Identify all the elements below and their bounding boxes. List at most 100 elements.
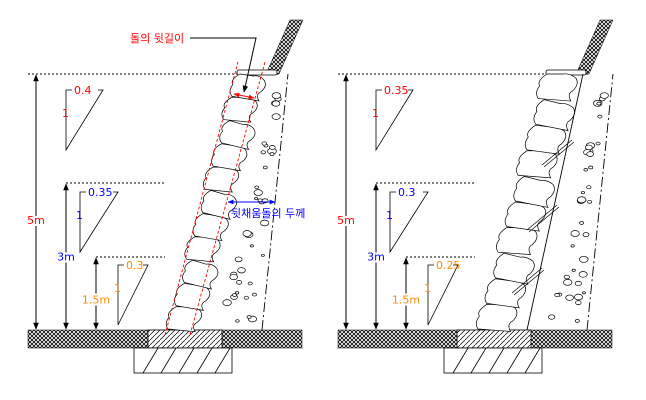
backfill-pebble: [548, 314, 556, 320]
backfill-pebble: [234, 256, 243, 263]
slope-run-label: 0.25: [436, 259, 461, 272]
slope-triangle: [389, 191, 429, 254]
leader-line: [190, 37, 257, 93]
backfill-pebble: [232, 293, 238, 297]
backfill-pebble: [242, 230, 252, 237]
backfill-pebble: [596, 101, 602, 106]
foundation-hatch: [470, 347, 487, 374]
backfill-pebble: [570, 244, 575, 248]
stone: [182, 259, 219, 290]
stone: [484, 278, 527, 309]
height-label-h5: 5m: [337, 214, 355, 227]
backfill-pebble: [575, 300, 582, 305]
backfill-pebble: [583, 168, 588, 172]
backfill-boundary: [586, 73, 614, 331]
backfill-pebble: [574, 319, 580, 323]
slope-triangle: [79, 191, 119, 254]
foundation-hatch: [142, 347, 159, 374]
backfill-pebble: [271, 113, 281, 120]
foundation-hatch: [506, 347, 523, 374]
backfill-pebble: [599, 92, 609, 99]
slope-rise-label: 1: [114, 282, 121, 295]
foundation-hatch: [452, 347, 469, 374]
backfill-pebble: [254, 197, 259, 201]
backfill-pebble: [254, 185, 259, 189]
backfill-pebble: [260, 150, 266, 155]
stone: [536, 73, 578, 102]
backfill-pebble: [222, 299, 232, 306]
backfill-pebble: [565, 294, 574, 301]
backfill-pebble: [582, 232, 590, 238]
foundation-hatch: [178, 347, 195, 374]
stone: [475, 303, 518, 332]
backfill-pebble: [261, 253, 265, 257]
stone: [504, 201, 547, 232]
backfill-pebble: [247, 281, 253, 286]
backfill-pebble: [253, 189, 263, 196]
slope-soil: [265, 19, 304, 75]
backfill-pebble: [576, 196, 587, 204]
height-label-h3: 3m: [57, 251, 75, 264]
backfill-pebble: [229, 273, 238, 281]
slope-rise-label: 1: [386, 209, 393, 222]
backfill-pebble: [588, 165, 594, 170]
backfill-pebble: [563, 274, 570, 280]
top-cap: [236, 69, 278, 76]
backfill-pebble: [574, 293, 584, 301]
slope-rise-label: 1: [424, 282, 431, 295]
slope-run-label: 0.35: [384, 84, 409, 97]
backfill-pebble: [563, 279, 573, 286]
slope-run-label: 0.3: [126, 259, 144, 272]
height-label-h15: 1.5m: [392, 294, 420, 307]
slope-triangle: [65, 89, 104, 152]
stone: [496, 227, 538, 256]
backfill-pebble: [236, 280, 243, 285]
backfill-pebble: [579, 255, 589, 263]
backfill-pebble: [257, 198, 263, 203]
slope-triangle: [375, 89, 414, 152]
foundation-hatch: [196, 347, 213, 374]
backfill-pebble: [574, 280, 582, 287]
backfill-thickness-label: 뒷채움돌의 두께: [231, 207, 305, 220]
backfill-pebble: [271, 92, 282, 99]
foundation-hatch: [214, 347, 231, 374]
height-label-h15: 1.5m: [82, 294, 110, 307]
backfill-pebble: [587, 200, 593, 204]
backfill-pebble: [246, 315, 252, 319]
backfill-pebble: [252, 292, 257, 297]
backfill-pebble: [260, 219, 270, 227]
backfill-pebble: [580, 191, 585, 195]
backfill-pebble: [269, 152, 275, 156]
stone: [219, 120, 256, 151]
backfill-pebble: [554, 292, 560, 298]
drain-pipe: [511, 267, 545, 296]
drain-pipe: [541, 139, 575, 168]
slope-rise-label: 1: [62, 107, 69, 120]
height-label-h3: 3m: [367, 251, 385, 264]
stone: [493, 252, 535, 285]
slope-rise-label: 1: [76, 209, 83, 222]
drain-pipe: [526, 204, 560, 233]
backfill-pebble: [586, 185, 592, 190]
foundation-hatch: [524, 347, 541, 374]
footing: [456, 329, 532, 349]
stone-depth-guide: [189, 61, 266, 336]
stone: [533, 99, 575, 132]
backfill-pebble: [261, 141, 268, 146]
stone-depth-arrow: [233, 92, 255, 100]
slope-soil: [575, 19, 614, 75]
backfill-pebble: [570, 230, 580, 237]
backfill-pebble: [597, 114, 603, 119]
backfill-pebble: [237, 267, 246, 274]
stone: [516, 150, 558, 179]
slope-run-label: 0.35: [88, 186, 113, 199]
stone: [513, 176, 555, 208]
stone-depth-guide: [164, 61, 239, 336]
foundation-hatch: [160, 347, 177, 374]
height-label-h5: 5m: [27, 214, 45, 227]
slope-triangle: [427, 264, 459, 326]
wall-back-line: [526, 73, 584, 331]
